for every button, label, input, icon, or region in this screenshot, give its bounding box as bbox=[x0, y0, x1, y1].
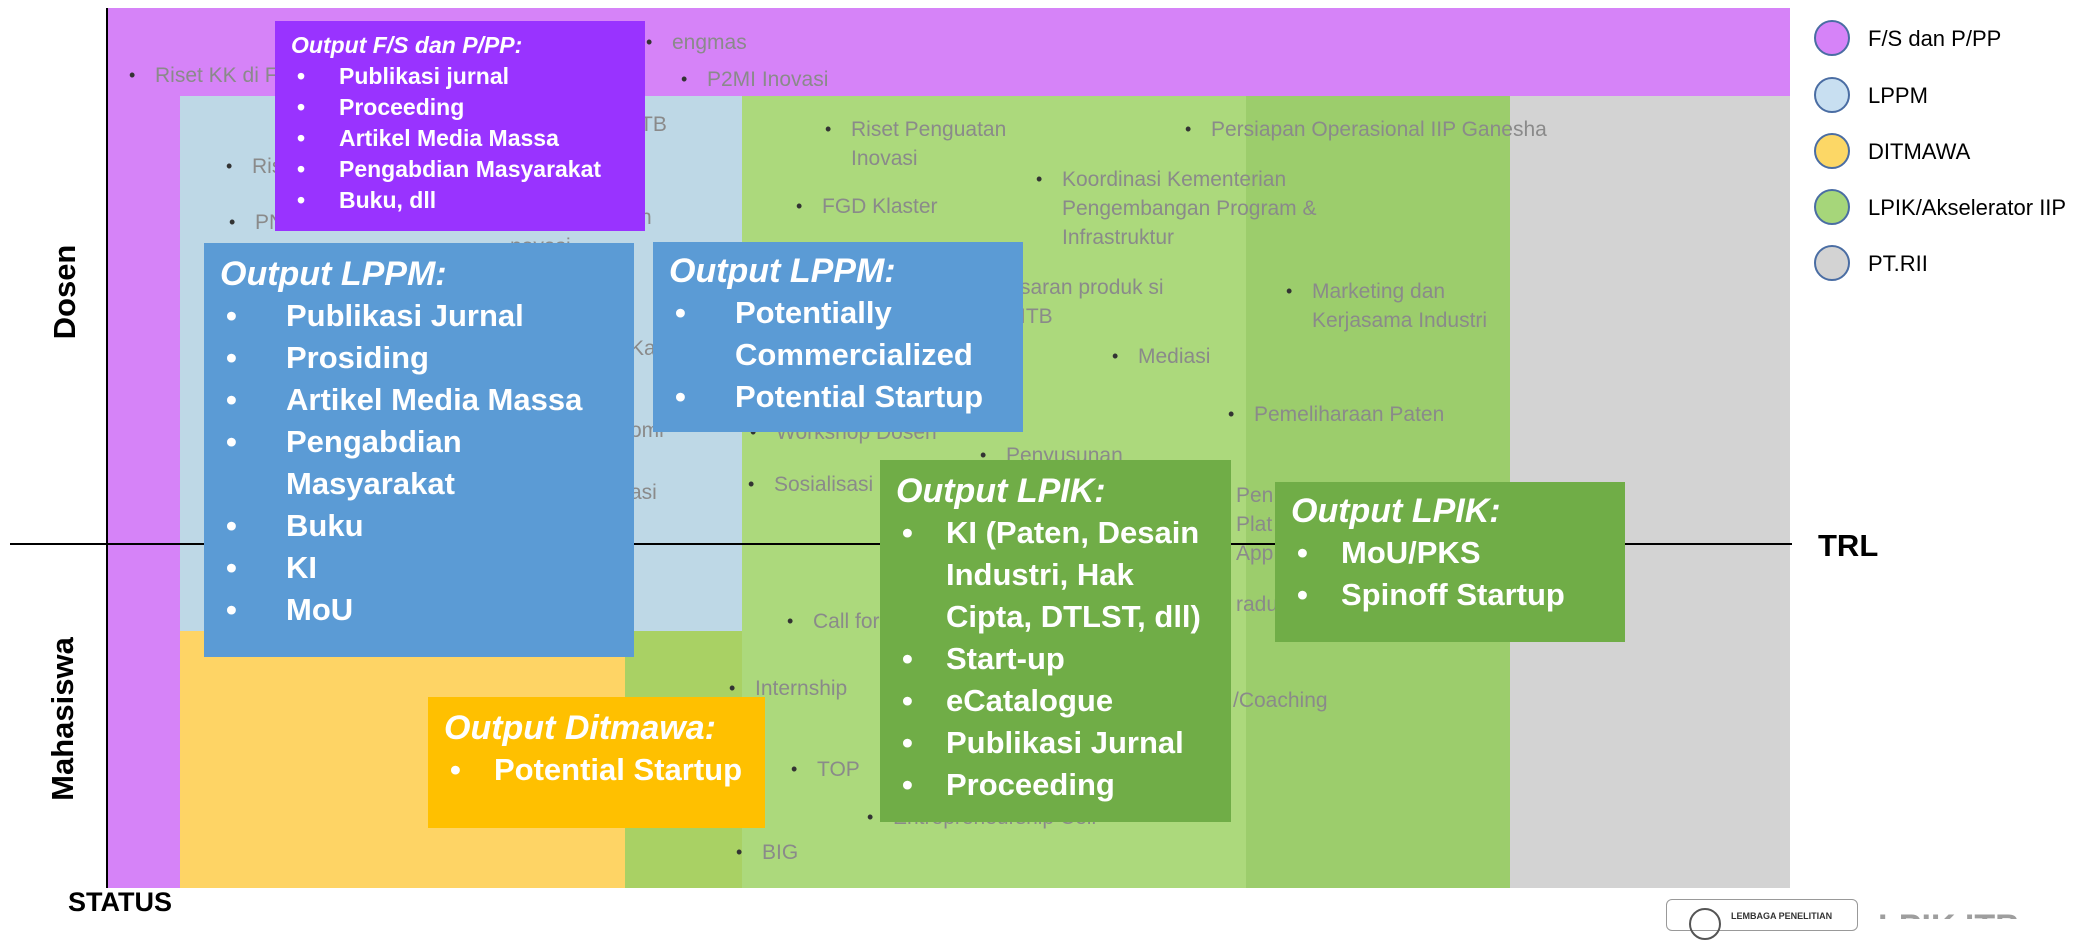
bg-item: Pen bbox=[1210, 481, 1274, 510]
output-lpik-item: Spinoff Startup bbox=[1297, 574, 1625, 616]
output-lppm-title: Output LPPM: bbox=[220, 255, 447, 293]
bg-item: Koordinasi Kementerian Pengembangan Prog… bbox=[1036, 165, 1362, 252]
legend-label: LPPM bbox=[1868, 83, 1928, 108]
output-lpik-item: eCatalogue bbox=[902, 680, 1231, 722]
output-lpik-item: Publikasi Jurnal bbox=[902, 722, 1231, 764]
output-lpik-item: KI (Paten, Desain Industri, Hak Cipta, D… bbox=[902, 512, 1216, 638]
output-ditmawa-item: Potential Startup bbox=[450, 749, 765, 791]
output-fs-item: Pengabdian Masyarakat bbox=[297, 154, 645, 185]
lembaga-penelitian-text: LEMBAGA PENELITIAN bbox=[1731, 911, 1833, 921]
output-fs-item: Publikasi jurnal bbox=[297, 61, 645, 92]
legend-swatch bbox=[1814, 20, 1850, 56]
bg-item: Ris bbox=[226, 152, 283, 181]
bg-item: Pemeliharaan Paten bbox=[1228, 400, 1444, 429]
output-lpik-item: Start-up bbox=[902, 638, 1231, 680]
lembaga-penelitian-logo: LEMBAGA PENELITIAN bbox=[1666, 899, 1858, 940]
bg-item: Persiapan Operasional IIP Ganesha bbox=[1185, 115, 1547, 144]
bg-item: Plat bbox=[1210, 510, 1272, 539]
bg-item: BIG bbox=[736, 838, 798, 867]
bg-item: TOP bbox=[791, 755, 860, 784]
output-lppm-item: Prosiding bbox=[226, 337, 634, 379]
output-ditmawa-box: Output Ditmawa: Potential Startup bbox=[428, 697, 765, 828]
output-lppm-item: Publikasi Jurnal bbox=[226, 295, 634, 337]
bg-item: FGD Klaster bbox=[796, 192, 937, 221]
output-fs-title: Output F/S dan P/PP: bbox=[291, 32, 523, 58]
bg-item: /Coaching bbox=[1207, 686, 1327, 715]
legend-label: LPIK/Akselerator IIP bbox=[1868, 195, 2067, 220]
bg-item: saran produk si ITB bbox=[994, 273, 1180, 331]
bg-item: radu bbox=[1210, 590, 1278, 619]
bg-item: Internship bbox=[729, 674, 847, 703]
output-lpik-item: Proceeding bbox=[902, 764, 1231, 806]
bg-item: asi bbox=[604, 478, 657, 507]
legend-swatch bbox=[1814, 189, 1850, 225]
output-lppm-item: MoU bbox=[226, 589, 634, 631]
seal-icon bbox=[1689, 908, 1721, 940]
output-lpik-box-1: Output LPIK: KI (Paten, Desain Industri,… bbox=[880, 460, 1231, 822]
output-fs-item: Buku, dll bbox=[297, 185, 645, 216]
bg-item: Riset KK di F bbox=[129, 61, 277, 90]
bg-item: Sosialisasi bbox=[748, 470, 873, 499]
output-lppm-box-2: Output LPPM: Potentially Commercialized … bbox=[653, 242, 1023, 432]
legend-label: DITMAWA bbox=[1868, 139, 1971, 164]
output-lpik-title: Output LPIK: bbox=[1291, 492, 1501, 530]
bg-item: Call for bbox=[787, 607, 879, 636]
status-label: STATUS bbox=[68, 887, 172, 917]
output-lppm-title: Output LPPM: bbox=[669, 252, 896, 290]
y-axis-line bbox=[106, 8, 108, 888]
bg-item: engmas bbox=[646, 28, 747, 57]
legend-swatch bbox=[1814, 245, 1850, 281]
output-ditmawa-title: Output Ditmawa: bbox=[444, 709, 716, 747]
bg-item: Mediasi bbox=[1112, 342, 1211, 371]
output-lpik-title: Output LPIK: bbox=[896, 472, 1106, 510]
output-lppm-box-1: Output LPPM: Publikasi Jurnal Prosiding … bbox=[204, 243, 634, 657]
output-lpik-box-2: Output LPIK: MoU/PKS Spinoff Startup bbox=[1275, 482, 1625, 642]
x-axis-label: TRL bbox=[1818, 528, 1879, 563]
output-fs-item: Artikel Media Massa bbox=[297, 123, 645, 154]
lpik-itb-logo-text: LPIK ITB bbox=[1878, 910, 2020, 919]
output-fs-item: Proceeding bbox=[297, 92, 645, 123]
output-lppm-item: Artikel Media Massa bbox=[226, 379, 634, 421]
output-lppm-item: Potential Startup bbox=[675, 376, 1023, 418]
output-fs-box: Output F/S dan P/PP: Publikasi jurnal Pr… bbox=[275, 21, 645, 231]
y-axis-label-top: Dosen bbox=[47, 244, 82, 340]
bg-item: P2MI Inovasi bbox=[681, 65, 828, 94]
legend-label: F/S dan P/PP bbox=[1868, 26, 2002, 51]
legend-swatch bbox=[1814, 77, 1850, 113]
y-axis-label-bottom: Mahasiswa bbox=[45, 637, 80, 801]
output-lppm-item: Buku bbox=[226, 505, 634, 547]
output-lppm-item: Potentially Commercialized bbox=[675, 292, 995, 376]
output-lppm-item: Pengabdian Masyarakat bbox=[226, 421, 506, 505]
bg-item: Riset Penguatan Inovasi bbox=[825, 115, 1041, 173]
output-lpik-item: MoU/PKS bbox=[1297, 532, 1625, 574]
bg-item: Marketing dan Kerjasama Industri bbox=[1286, 277, 1522, 335]
legend-label: PT.RII bbox=[1868, 251, 1928, 276]
lpik-itb-logo: LPIK ITB bbox=[1874, 908, 2074, 919]
legend-swatch bbox=[1814, 133, 1850, 169]
output-lppm-item: KI bbox=[226, 547, 634, 589]
